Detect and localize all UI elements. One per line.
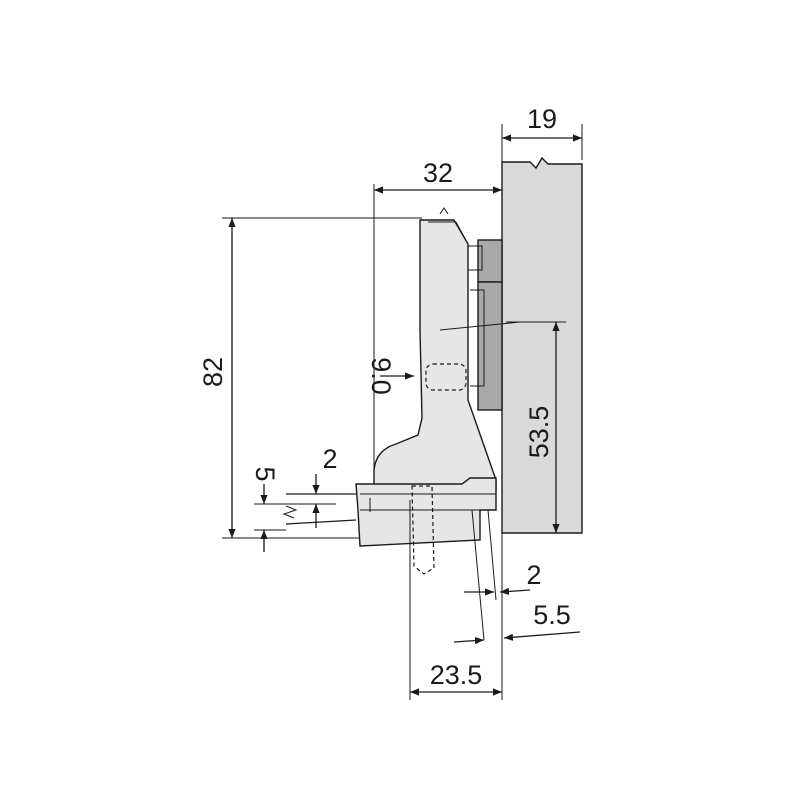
dim-82: 82 <box>198 217 422 539</box>
dim-9: 9.0 <box>366 357 414 395</box>
dim-2-bottom: 2 <box>464 560 542 596</box>
hinge-arm <box>373 219 497 491</box>
dim-5: 5 <box>250 466 286 552</box>
dim-label-53-5: 53.5 <box>524 406 554 459</box>
dim-label-5: 5 <box>250 466 280 481</box>
dim-53-5: 53.5 <box>506 321 566 534</box>
screw <box>411 485 435 575</box>
dim-2-top: 2 <box>286 444 338 528</box>
dim-23-5: 23.5 <box>410 660 502 696</box>
dim-5-5: 5.5 <box>453 600 581 645</box>
dim-label-9: 9.0 <box>366 357 396 395</box>
dim-label-2-top: 2 <box>322 444 337 474</box>
dim-label-5-5: 5.5 <box>533 600 571 630</box>
dim-19: 19 <box>501 104 583 160</box>
screw-hole <box>425 363 467 391</box>
dim-label-23-5: 23.5 <box>430 660 483 690</box>
dim-label-19: 19 <box>527 104 557 134</box>
dim-label-82: 82 <box>198 357 228 387</box>
door-panel <box>282 493 357 525</box>
dim-32: 32 <box>373 158 503 470</box>
dim-label-32: 32 <box>423 158 453 188</box>
mounting-plate <box>466 239 503 411</box>
cabinet-panel <box>501 156 583 534</box>
dim-label-2-bottom: 2 <box>526 560 541 590</box>
hinge-cup <box>355 477 497 547</box>
